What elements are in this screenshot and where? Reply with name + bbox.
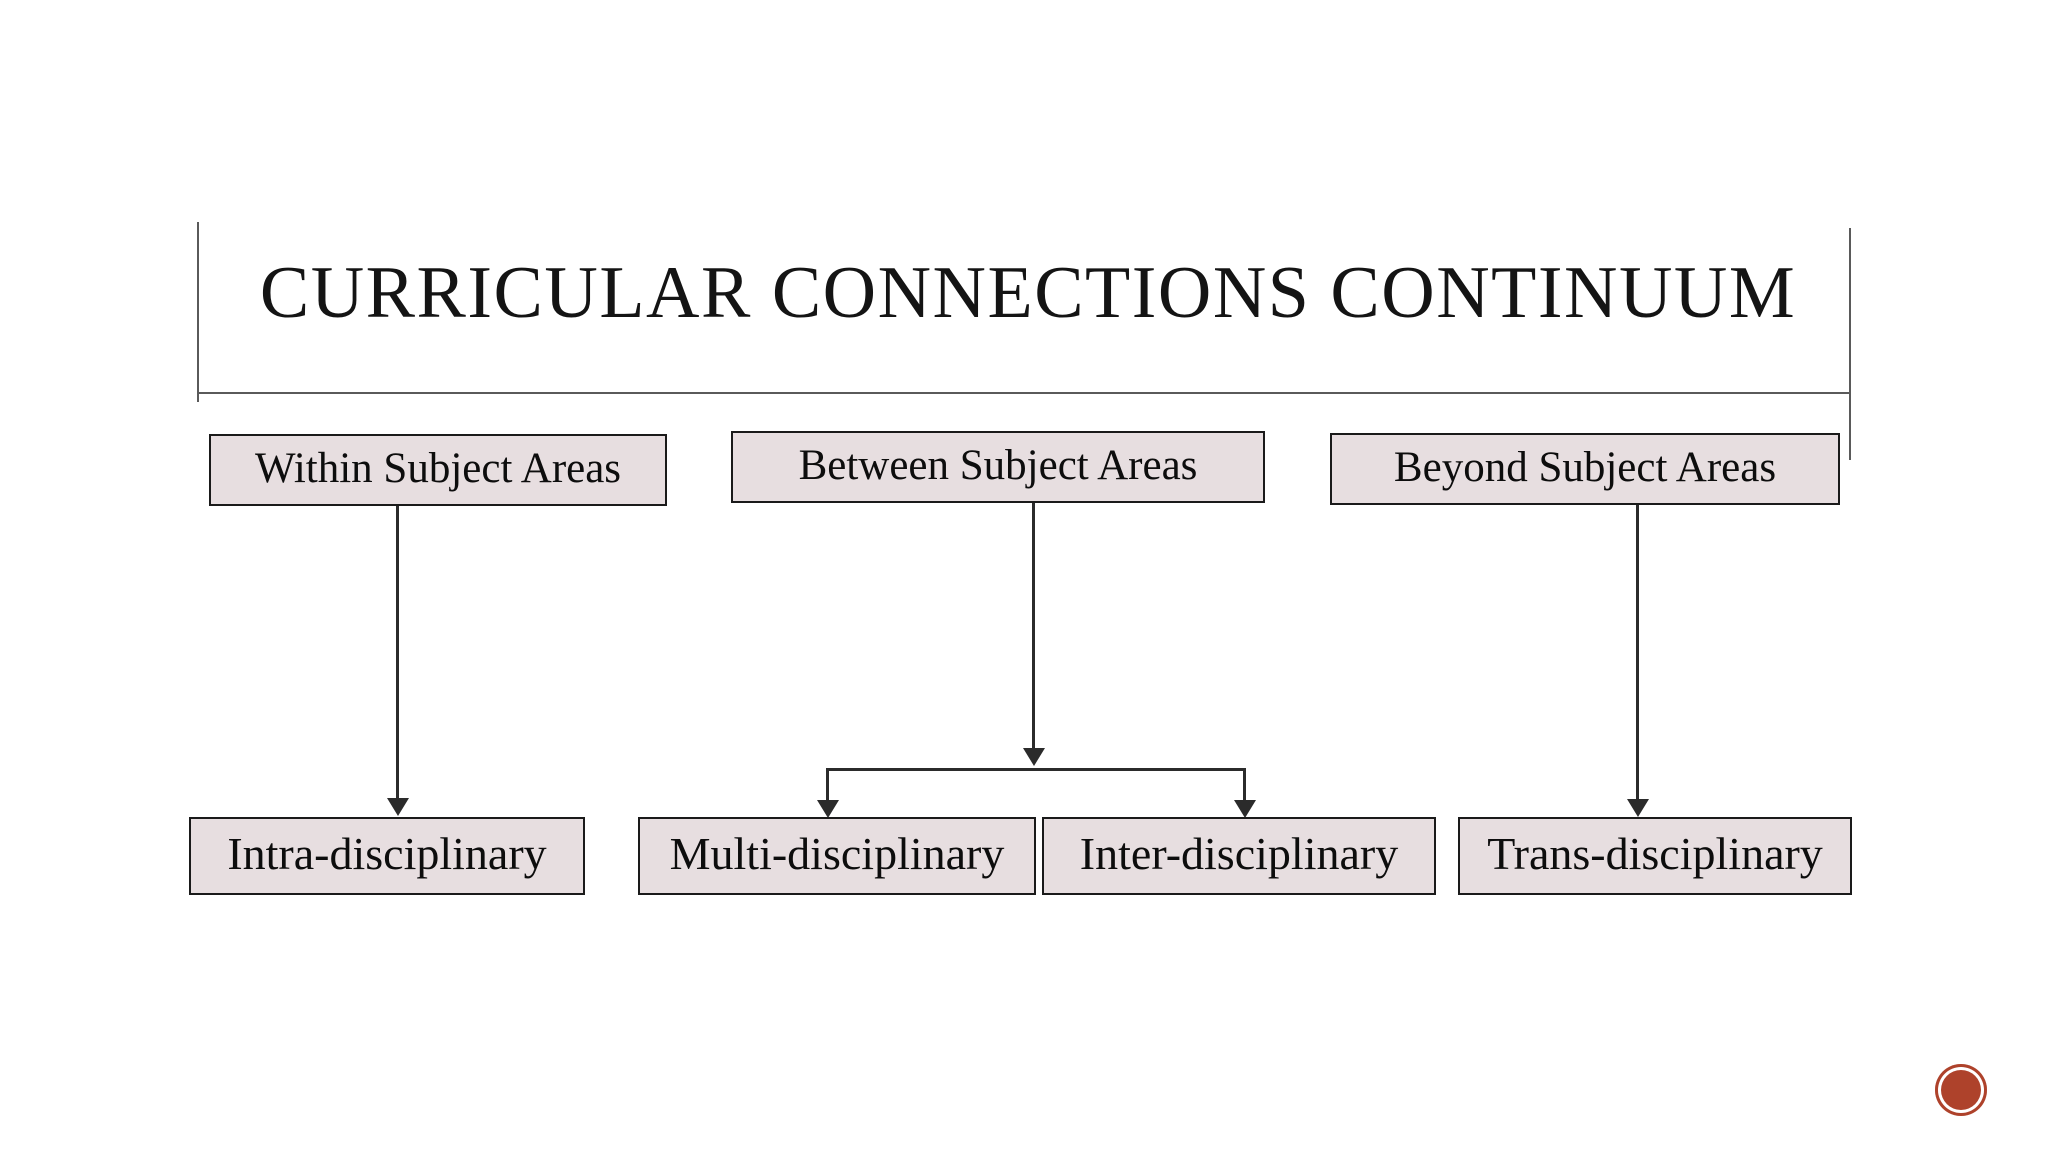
connector-within-to-intra (396, 506, 399, 800)
node-beyond-subject-areas[interactable]: Beyond Subject Areas (1330, 433, 1840, 505)
arrowhead-intra (387, 798, 409, 816)
node-trans-disciplinary[interactable]: Trans-disciplinary (1458, 817, 1852, 895)
node-label: Beyond Subject Areas (1393, 443, 1777, 491)
node-label: Trans-disciplinary (1487, 828, 1823, 879)
page-title: Curricular Connections Continuum (259, 252, 1797, 335)
title-frame-left-rule (197, 222, 199, 402)
node-intra-disciplinary[interactable]: Intra-disciplinary (189, 817, 585, 895)
node-label: Within Subject Areas (254, 444, 622, 492)
arrowhead-trans (1627, 799, 1649, 817)
node-label: Intra-disciplinary (227, 828, 547, 879)
arrowhead-multi (817, 800, 839, 818)
node-between-subject-areas[interactable]: Between Subject Areas (731, 431, 1265, 503)
connector-between-stem (1032, 503, 1035, 748)
node-multi-disciplinary[interactable]: Multi-disciplinary (638, 817, 1036, 895)
title-underline-rule (197, 392, 1851, 394)
title-frame-right-rule (1849, 228, 1851, 460)
node-label: Inter-disciplinary (1079, 828, 1399, 879)
connector-split-bar (826, 768, 1246, 771)
node-label: Multi-disciplinary (669, 828, 1005, 879)
node-within-subject-areas[interactable]: Within Subject Areas (209, 434, 667, 506)
arrowhead-inter (1234, 800, 1256, 818)
node-label: Between Subject Areas (798, 441, 1198, 489)
connector-beyond-to-trans (1636, 505, 1639, 801)
arrowhead-between-stem (1023, 748, 1045, 766)
connector-split-left-drop (826, 768, 829, 802)
decorative-circle-icon (1935, 1064, 1987, 1116)
connector-split-right-drop (1243, 768, 1246, 802)
node-inter-disciplinary[interactable]: Inter-disciplinary (1042, 817, 1436, 895)
